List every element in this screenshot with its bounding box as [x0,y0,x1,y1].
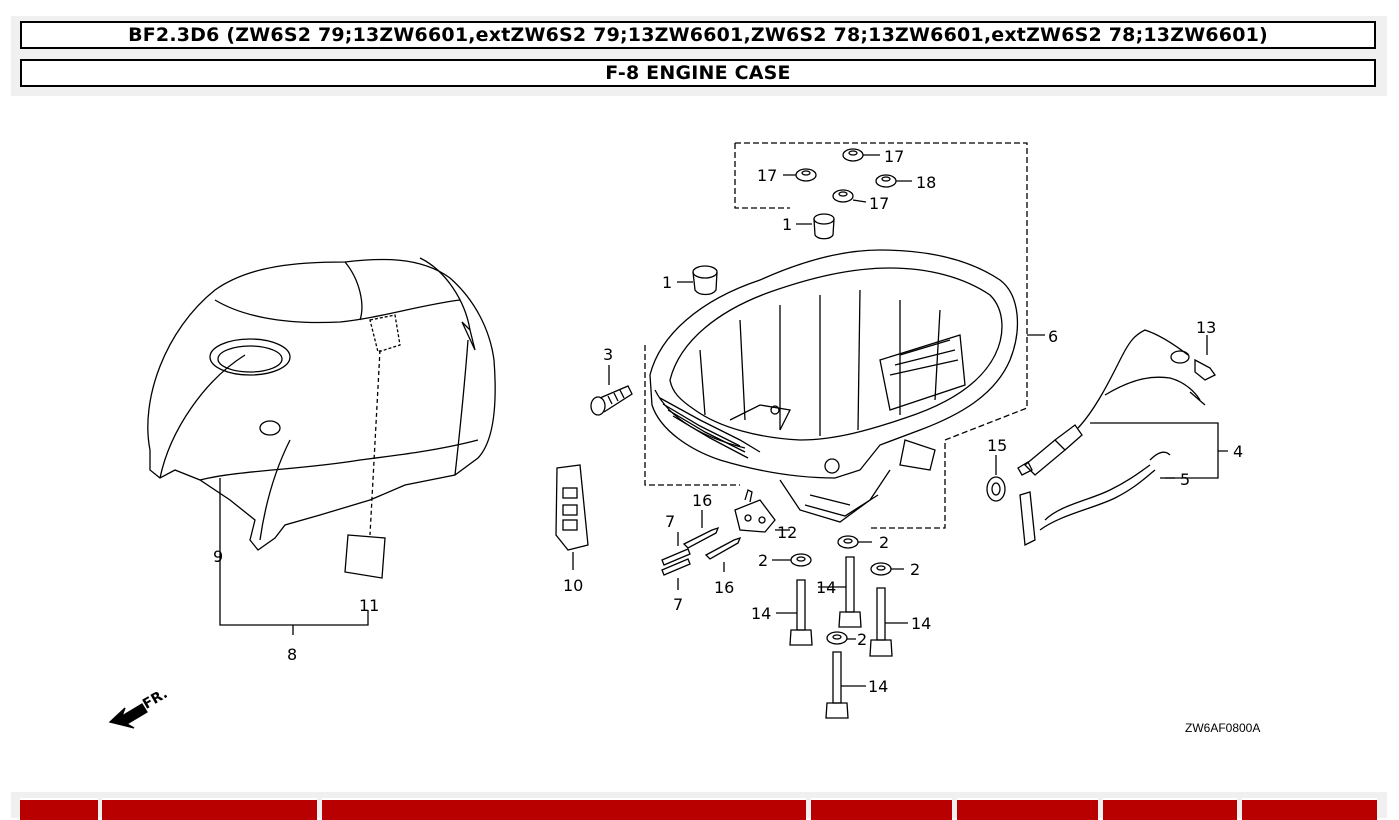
washer-2b[interactable] [837,535,859,549]
section-title: F-8 ENGINE CASE [20,59,1376,87]
callout-7b[interactable]: 7 [673,595,683,614]
washer-2d[interactable] [826,631,848,645]
grommet-18[interactable] [875,174,897,188]
footer-cell-1 [20,798,98,820]
callout-1b[interactable]: 1 [782,215,792,234]
drawing-code: ZW6AF0800A [1185,721,1260,735]
grommet-1-upper[interactable] [813,213,835,240]
callout-2c[interactable]: 2 [910,560,920,579]
washer-2a[interactable] [790,553,812,567]
engine-cover[interactable] [147,257,496,551]
footer-cell-6 [1103,798,1237,820]
callout-4[interactable]: 4 [1233,442,1243,461]
bolt-14b[interactable] [838,556,862,628]
callout-17b[interactable]: 17 [757,166,777,185]
callout-16a[interactable]: 16 [692,491,712,510]
grommet-17a[interactable] [842,148,864,162]
group-boundary-6 [735,142,1028,529]
lanyard-5[interactable] [1019,451,1171,547]
callout-14c[interactable]: 14 [911,614,931,633]
grommet-17c[interactable] [832,189,854,203]
callout-14b[interactable]: 14 [816,578,836,597]
callout-15[interactable]: 15 [987,436,1007,455]
front-marker-label: FR. [140,686,170,713]
callout-8[interactable]: 8 [287,645,297,664]
pins-7[interactable] [661,548,691,576]
grommet-1-lower[interactable] [692,265,718,296]
clip-16-lower[interactable] [704,536,742,560]
bracket-8 [219,478,369,626]
callout-6[interactable]: 6 [1048,327,1058,346]
callout-7a[interactable]: 7 [665,512,675,531]
engine-case[interactable] [649,249,1019,523]
screw-3[interactable] [590,385,633,416]
parts-diagram: 1 1 2 2 2 2 3 4 5 6 7 7 8 9 10 11 12 13 … [108,142,1260,735]
callout-14d[interactable]: 14 [868,677,888,696]
callout-11[interactable]: 11 [359,596,379,615]
callout-2a[interactable]: 2 [758,551,768,570]
bolt-14d[interactable] [825,651,849,719]
callout-12[interactable]: 12 [777,523,797,542]
callout-17a[interactable]: 17 [884,147,904,166]
bracket-12[interactable] [734,489,776,533]
bracket-10[interactable] [555,464,589,551]
screw-13[interactable] [1194,358,1216,381]
callout-2b[interactable]: 2 [879,533,889,552]
callout-1a[interactable]: 1 [662,273,672,292]
washer-2c[interactable] [870,562,892,576]
leader-dashed-11 [369,349,381,536]
callout-16b[interactable]: 16 [714,578,734,597]
callout-3[interactable]: 3 [603,345,613,364]
footer-cell-5 [957,798,1098,820]
callout-13[interactable]: 13 [1196,318,1216,337]
bolt-14c[interactable] [869,587,893,657]
model-title: BF2.3D6 (ZW6S2 79;13ZW6601,extZW6S2 79;1… [20,21,1376,49]
callout-5[interactable]: 5 [1180,470,1190,489]
callout-17c[interactable]: 17 [869,194,889,213]
callout-18[interactable]: 18 [916,173,936,192]
footer-cell-2 [102,798,317,820]
callout-2d[interactable]: 2 [857,630,867,649]
front-arrow-icon [108,703,148,729]
footer-cell-3 [322,798,806,820]
callout-9[interactable]: 9 [213,547,223,566]
footer-cell-7 [1242,798,1377,820]
callout-14a[interactable]: 14 [751,604,771,623]
clip-16-upper[interactable] [682,526,720,549]
decal-part[interactable] [344,534,386,579]
nut-15[interactable] [986,476,1006,502]
stop-switch-4[interactable] [1017,329,1206,476]
callout-10[interactable]: 10 [563,576,583,595]
footer-cell-4 [811,798,952,820]
grommet-17b[interactable] [795,168,817,182]
